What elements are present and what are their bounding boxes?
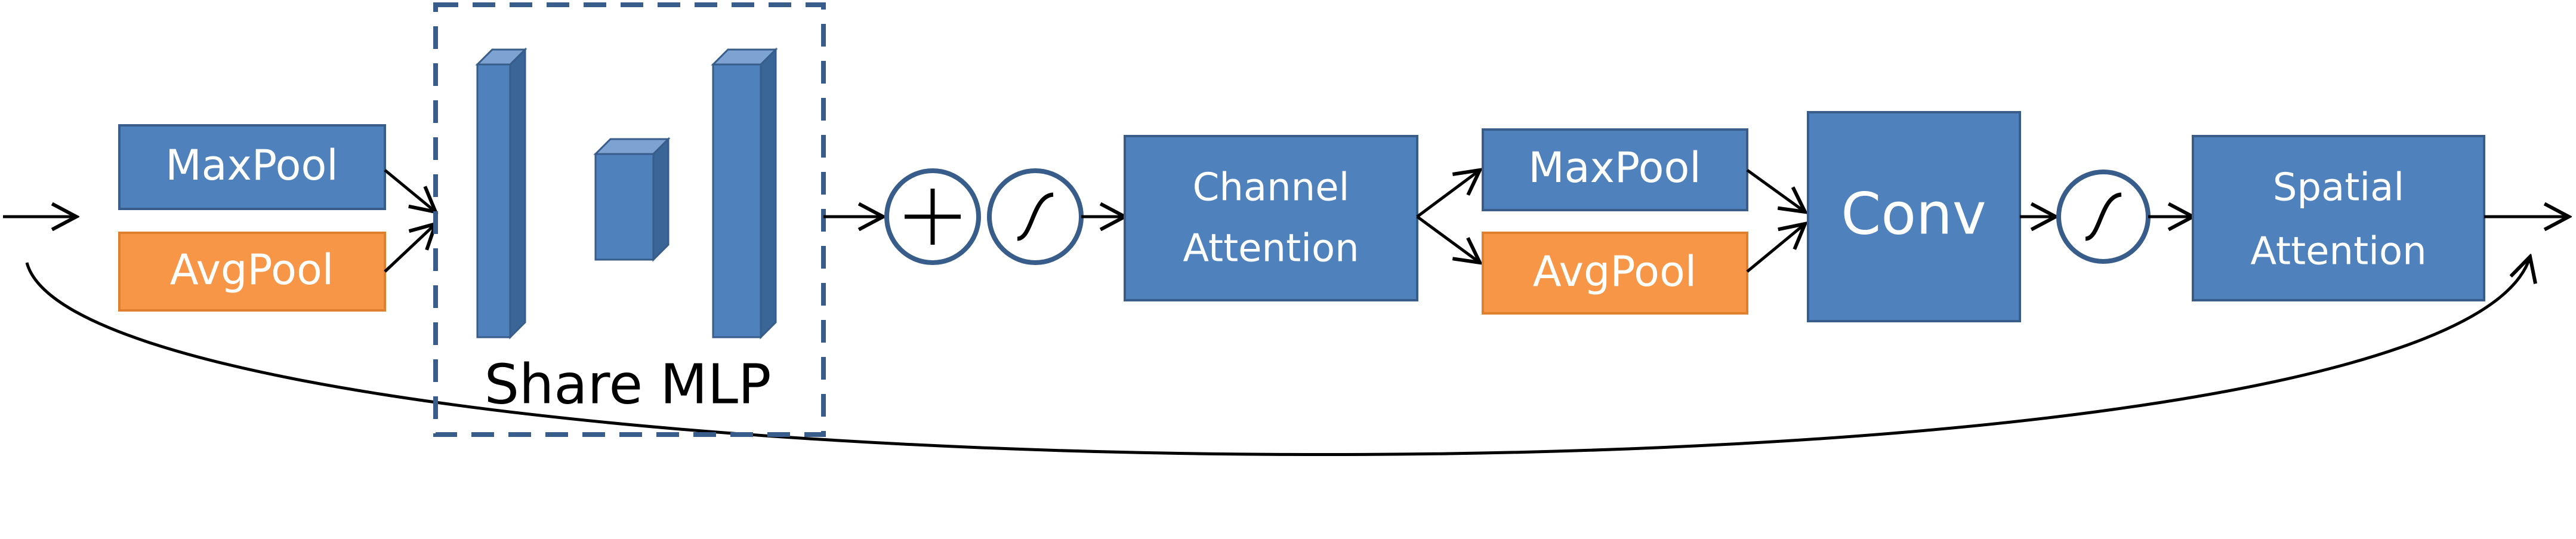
spatial-attention-label-line2: Attention xyxy=(2250,230,2426,274)
channel-to-maxpool-arrow xyxy=(1416,170,1480,218)
skip-connection-curve xyxy=(25,257,2530,457)
avgpool2-to-conv-arrow xyxy=(1746,224,1805,273)
mlp-layer-left xyxy=(475,47,527,340)
channel-to-avgpool-arrow xyxy=(1416,215,1480,263)
mlp-layer-middle xyxy=(593,137,671,262)
share-mlp-frame xyxy=(433,2,826,437)
maxpool-label-2: MaxPool xyxy=(1528,143,1701,192)
avgpool-to-mlp-arrow xyxy=(384,224,436,273)
maxpool-box-1: MaxPool xyxy=(118,124,386,210)
maxpool-box-2: MaxPool xyxy=(1482,128,1748,211)
avgpool-label-2: AvgPool xyxy=(1533,247,1696,296)
channel-attention-box: Channel Attention xyxy=(1124,135,1418,301)
conv-label: Conv xyxy=(1841,180,1986,247)
spatial-attention-label-line1: Spatial xyxy=(2273,166,2404,210)
avgpool-label-1: AvgPool xyxy=(170,245,334,294)
avgpool-box-1: AvgPool xyxy=(118,232,386,312)
avgpool-box-2: AvgPool xyxy=(1482,232,1748,315)
share-mlp-label: Share MLP xyxy=(485,352,772,416)
conv-box: Conv xyxy=(1807,111,2021,322)
spatial-attention-box: Spatial Attention xyxy=(2192,135,2485,301)
channel-attention-label-line2: Attention xyxy=(1183,227,1359,271)
sigmoid-icon-1 xyxy=(987,168,1084,265)
mlp-layer-right xyxy=(711,47,778,340)
channel-attention-label-line1: Channel xyxy=(1193,166,1350,210)
maxpool-label-1: MaxPool xyxy=(165,141,338,190)
maxpool-to-mlp-arrow xyxy=(384,169,436,212)
plus-circle-icon xyxy=(884,168,981,265)
maxpool2-to-conv-arrow xyxy=(1746,168,1805,212)
sigmoid-icon-2 xyxy=(2056,170,2151,264)
